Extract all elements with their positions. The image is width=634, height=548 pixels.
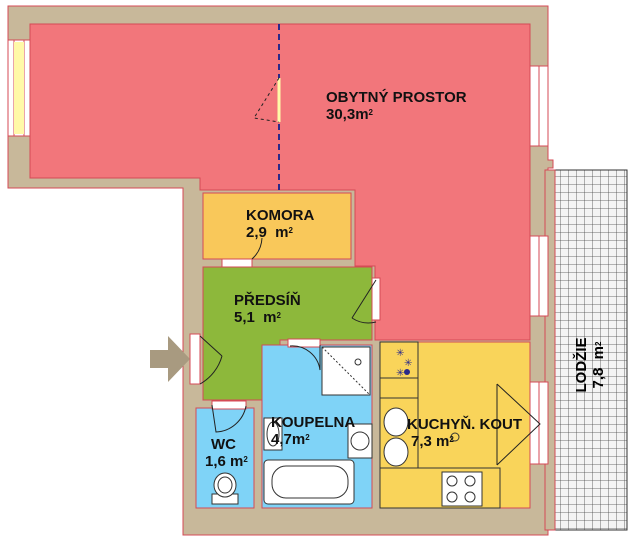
room-storage — [202, 192, 352, 260]
living-room-label: OBYTNÝ PROSTOR 30,3m2 — [326, 89, 467, 123]
wc-name: WC — [211, 436, 236, 453]
wc-door — [211, 400, 247, 433]
sink — [383, 407, 409, 467]
bathroom-name: KOUPELNA — [271, 414, 356, 431]
hall-living-door — [351, 277, 381, 324]
loggia-label: LODŽIE 7,8 m2 — [560, 330, 620, 400]
bathroom-door — [287, 338, 321, 371]
living-room-unit: 2 — [368, 108, 373, 117]
shower-tray — [321, 346, 371, 396]
loggia-name: LODŽIE — [573, 337, 590, 393]
window-left — [7, 39, 31, 137]
room-living — [29, 23, 531, 341]
storage-unit: 2 — [288, 226, 293, 235]
window-right-mid — [529, 235, 549, 317]
washing-machine — [347, 423, 373, 459]
storage-label: KOMORA 2,9 m2 — [246, 207, 314, 241]
hall-name: PŘEDSÍŇ — [234, 292, 301, 309]
living-room-name: OBYTNÝ PROSTOR — [326, 89, 467, 106]
toilet — [211, 472, 239, 505]
hall-area: 5,1 m — [234, 309, 277, 326]
bathroom-unit: 2 — [305, 433, 310, 442]
loggia-area: 7,8 m — [590, 345, 607, 389]
bathroom-area: 4,7m — [271, 431, 306, 448]
bathtub — [263, 459, 355, 505]
svg-text:✳: ✳ — [396, 348, 404, 359]
room-hall — [202, 266, 373, 401]
loggia-area — [550, 169, 628, 531]
loggia-unit: 2 — [594, 341, 603, 346]
kitchen-name: KUCHYŇ. KOUT — [407, 416, 522, 433]
living-room-area: 30,3m — [326, 106, 369, 123]
wash-basin — [263, 417, 283, 451]
kitchen-area: 7,3 m — [411, 433, 450, 450]
kitchen-door — [496, 383, 541, 466]
kitchen-label: KUCHYŇ. KOUT 7,3 m2 — [407, 416, 522, 450]
kitchen-unit: 2 — [449, 435, 454, 444]
hob — [441, 471, 483, 507]
wc-unit: 2 — [243, 455, 248, 464]
bathroom-label: KOUPELNA 4,7m2 — [271, 414, 355, 448]
entrance-arrow — [150, 336, 190, 382]
living-door — [253, 77, 281, 123]
window-right-top — [529, 65, 549, 147]
svg-text:✳: ✳ — [396, 368, 404, 379]
wc-area: 1,6 m — [205, 453, 244, 470]
storage-name: KOMORA — [246, 207, 315, 224]
kitchen-fixture-icon — [450, 432, 460, 442]
hall-unit: 2 — [276, 311, 281, 320]
hall-label: PŘEDSÍŇ 5,1 m2 — [234, 292, 301, 326]
svg-text:✳: ✳ — [404, 358, 412, 369]
storage-area: 2,9 m — [246, 224, 289, 241]
storage-door — [221, 237, 263, 268]
stove-top-icon: ✳ ✳ ✳ — [396, 348, 412, 379]
loggia-railing — [544, 169, 556, 531]
wc-label: WC 1,6 m2 — [205, 436, 248, 470]
